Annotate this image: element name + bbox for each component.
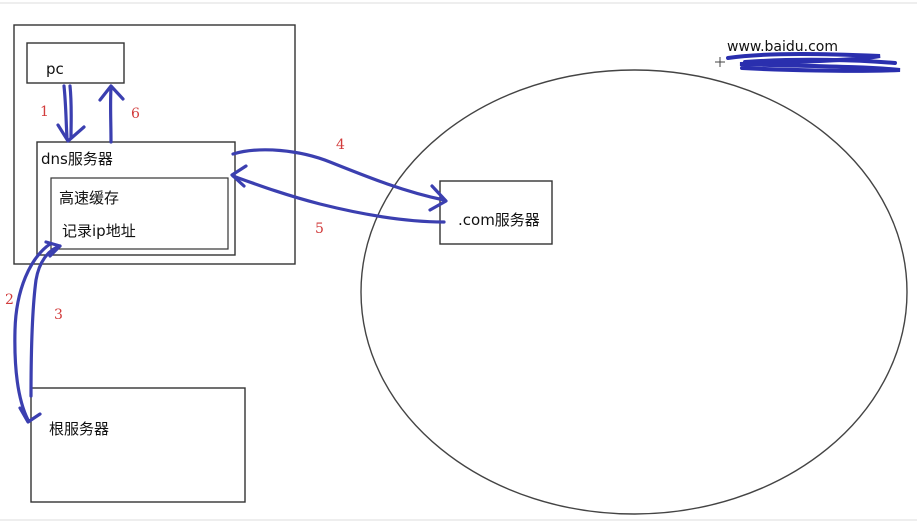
dns-server-box — [36, 141, 236, 256]
com-domain-ellipse — [360, 69, 908, 515]
crosshair-icon — [715, 57, 725, 67]
root-server-box — [30, 387, 246, 503]
arrow-step-6 — [98, 84, 125, 144]
cache-label-line2: 记录ip地址 — [62, 222, 136, 240]
com-server-box — [439, 180, 553, 245]
step-number-2: 2 — [5, 292, 14, 308]
local-network-box — [13, 24, 296, 265]
cache-box — [50, 177, 229, 250]
step-number-5: 5 — [315, 221, 324, 237]
step-number-1: 1 — [40, 104, 49, 120]
step-number-4: 4 — [336, 137, 345, 153]
step-number-6: 6 — [131, 106, 140, 122]
dns-server-label: dns服务器 — [41, 150, 113, 168]
arrow-step-3 — [29, 240, 62, 398]
redaction-scribble — [715, 52, 901, 73]
com-server-label: .com服务器 — [458, 211, 540, 229]
cache-label-line1: 高速缓存 — [59, 189, 119, 207]
url-label: www.baidu.com — [727, 39, 838, 55]
root-server-label: 根服务器 — [49, 420, 109, 438]
arrow-step-1 — [56, 84, 86, 143]
arrow-step-4 — [231, 148, 448, 212]
arrow-step-2 — [13, 242, 52, 424]
pc-box — [26, 42, 125, 84]
step-number-3: 3 — [54, 307, 63, 323]
arrow-step-5 — [230, 164, 446, 224]
pc-label: pc — [46, 60, 64, 78]
